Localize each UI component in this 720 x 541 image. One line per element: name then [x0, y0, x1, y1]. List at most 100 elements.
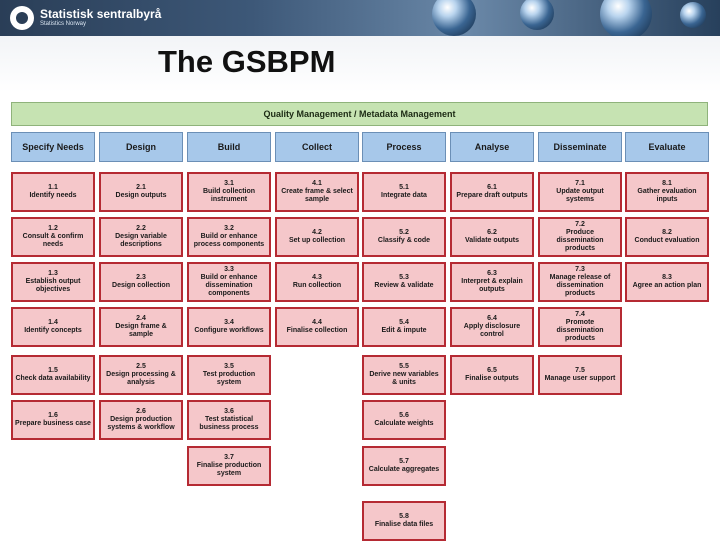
phase-header: Evaluate — [625, 132, 709, 162]
subprocess-label: Gather evaluation inputs — [637, 188, 697, 203]
subprocess-number: 3.5 — [224, 363, 234, 370]
subprocess-label: Identify concepts — [24, 327, 82, 334]
subprocess-number: 6.1 — [487, 184, 497, 191]
subprocess-label: Finalise data files — [374, 521, 434, 528]
subprocess-number: 8.1 — [662, 180, 672, 187]
subprocess-number: 6.4 — [487, 315, 497, 322]
subprocess-number: 3.3 — [224, 266, 234, 273]
subprocess-number: 6.2 — [487, 229, 497, 236]
subprocess-number: 7.4 — [575, 311, 585, 318]
subprocess-number: 3.7 — [224, 454, 234, 461]
phase-header: Process — [362, 132, 446, 162]
subprocess-label: Review & validate — [374, 282, 434, 289]
subprocess-label: Build or enhance dissemination component… — [200, 274, 258, 297]
decorative-orb-icon — [520, 0, 554, 30]
subprocess-number: 4.4 — [312, 319, 322, 326]
subprocess-label: Design outputs — [115, 192, 167, 199]
phase-header: Specify Needs — [11, 132, 95, 162]
subprocess-label: Prepare draft outputs — [456, 192, 528, 199]
subprocess-number: 1.4 — [48, 319, 58, 326]
subprocess-number: 1.1 — [48, 184, 58, 191]
subprocess-label: Interpret & explain outputs — [461, 278, 523, 293]
subprocess-number: 2.3 — [136, 274, 146, 281]
subprocess-number: 2.6 — [136, 408, 146, 415]
subprocess-number: 5.2 — [399, 229, 409, 236]
subprocess-label: Edit & impute — [381, 327, 427, 334]
phase-header: Disseminate — [538, 132, 622, 162]
subprocess-number: 1.5 — [48, 367, 58, 374]
subprocess-label: Validate outputs — [464, 237, 520, 244]
subprocess-number: 1.2 — [48, 225, 58, 232]
subprocess-number: 5.1 — [399, 184, 409, 191]
subprocess-label: Conduct evaluation — [634, 237, 700, 244]
subprocess-label: Manage release of dissemination products — [549, 274, 611, 297]
subprocess-label: Update output systems — [556, 188, 604, 203]
subprocess-label: Finalise production system — [196, 462, 262, 477]
subprocess-label: Test statistical business process — [199, 416, 259, 431]
subprocess-label: Design variable descriptions — [115, 233, 167, 248]
subprocess-label: Create frame & select sample — [281, 188, 353, 203]
page-title: The GSBPM — [158, 44, 336, 79]
subprocess-label: Build collection instrument — [202, 188, 256, 203]
subprocess-number: 3.4 — [224, 319, 234, 326]
subprocess-label: Design production systems & workflow — [107, 416, 175, 431]
subprocess-number: 7.3 — [575, 266, 585, 273]
subprocess-number: 1.6 — [48, 412, 58, 419]
subprocess-label: Manage user support — [544, 375, 616, 382]
subprocess-label: Agree an action plan — [632, 282, 702, 289]
subprocess-label: Finalise collection — [286, 327, 348, 334]
subprocess-label: Produce dissemination products — [556, 229, 604, 252]
subprocess-label: Establish output objectives — [25, 278, 81, 293]
quality-management-bar: Quality Management / Metadata Management — [11, 102, 708, 126]
logo-name: Statistisk sentralbyrå — [40, 7, 162, 21]
subprocess-label: Run collection — [292, 282, 342, 289]
subprocess-label: Integrate data — [381, 192, 427, 199]
subprocess-label: Check data availability — [15, 375, 91, 382]
subprocess-label: Identify needs — [29, 192, 77, 199]
logo-icon — [10, 6, 34, 30]
subprocess-label: Apply disclosure control — [463, 323, 521, 338]
subprocess-number: 4.1 — [312, 180, 322, 187]
subprocess-number: 8.2 — [662, 229, 672, 236]
subprocess-number: 7.1 — [575, 180, 585, 187]
header-banner: Statistisk sentralbyrå Statistics Norway — [0, 0, 720, 36]
subprocess-number: 4.2 — [312, 229, 322, 236]
subprocess-number: 3.2 — [224, 225, 234, 232]
subprocess-label: Test production system — [202, 371, 256, 386]
subprocess-number: 1.3 — [48, 270, 58, 277]
subprocess-number: 5.3 — [399, 274, 409, 281]
title-bar — [0, 36, 720, 92]
subprocess-label: Set up collection — [288, 237, 345, 244]
subprocess-number: 7.2 — [575, 221, 585, 228]
phase-header: Build — [187, 132, 271, 162]
